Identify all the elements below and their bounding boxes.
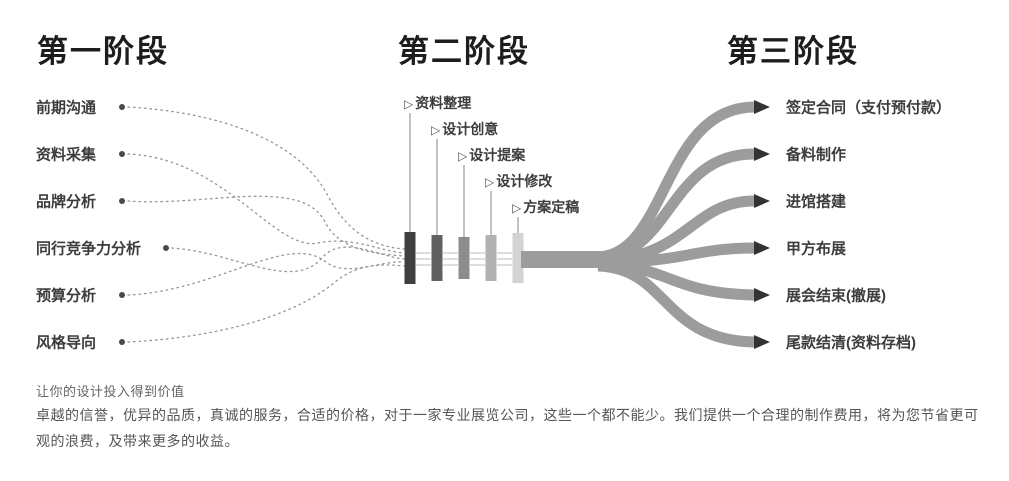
phase2-label-connectors [409, 113, 519, 237]
phase1-item-budget-analysis: 预算分析 [36, 287, 97, 305]
bar-4 [485, 235, 497, 281]
bar-1 [404, 232, 416, 284]
phase2-item-label: 方案定稿 [523, 199, 580, 215]
phase2-item-design-revision: ▷设计修改 [485, 171, 552, 191]
phase3-item-material-production: 备料制作 [786, 146, 847, 164]
bar-3 [458, 237, 470, 279]
flow-arrowhead-icons [754, 100, 770, 349]
triangle-marker-icon: ▷ [404, 97, 414, 111]
phase1-item-early-communication: 前期沟通 [36, 99, 97, 117]
footer-headline: 让你的设计投入得到价值 [36, 384, 185, 399]
footer-body: 卓越的信誉，优异的品质，真诚的服务，合适的价格，对于一家专业展览公司，这些一个都… [36, 407, 979, 449]
dotted-connectors [127, 106, 405, 343]
bar-hatch-lines [416, 252, 512, 266]
triangle-marker-icon: ▷ [485, 175, 495, 189]
phase2-item-design-proposal: ▷设计提案 [458, 145, 525, 165]
phase2-item-label: 设计提案 [469, 147, 526, 163]
phase2-item-data-organizing: ▷资料整理 [404, 93, 471, 113]
phase1-item-brand-analysis: 品牌分析 [36, 193, 97, 211]
phase1-item-competitor-analysis: 同行竞争力分析 [36, 240, 142, 258]
flow-curves [597, 101, 755, 348]
phase3-item-venue-setup: 进馆搭建 [786, 193, 847, 211]
phase1-dots [119, 104, 169, 345]
triangle-marker-icon: ▷ [512, 201, 522, 215]
bar-2 [431, 235, 443, 281]
phase1-title: 第一阶段 [37, 34, 169, 69]
phase1-item-style-direction: 风格导向 [36, 334, 97, 352]
bar-5 [512, 233, 524, 283]
phase2-item-design-idea: ▷设计创意 [431, 119, 498, 139]
phase3-item-exhibition-end: 展会结束(撤展) [786, 287, 886, 305]
phase3-title: 第三阶段 [727, 34, 859, 69]
phase2-item-label: 设计修改 [496, 173, 553, 189]
phase3-item-client-exhibition: 甲方布展 [786, 240, 847, 258]
triangle-marker-icon: ▷ [431, 123, 441, 137]
phase2-bars [404, 232, 524, 284]
phase3-item-sign-contract: 签定合同（支付预付款） [786, 99, 952, 117]
phase3-item-final-payment: 尾款结清(资料存档) [786, 334, 916, 352]
phase2-item-plan-finalized: ▷方案定稿 [512, 197, 579, 217]
phase1-item-data-collection: 资料采集 [36, 146, 97, 164]
phase2-item-label: 设计创意 [442, 121, 499, 137]
phase2-item-label: 资料整理 [415, 95, 472, 111]
triangle-marker-icon: ▷ [458, 149, 468, 163]
flow-band [521, 251, 601, 268]
phase2-title: 第二阶段 [398, 34, 530, 69]
